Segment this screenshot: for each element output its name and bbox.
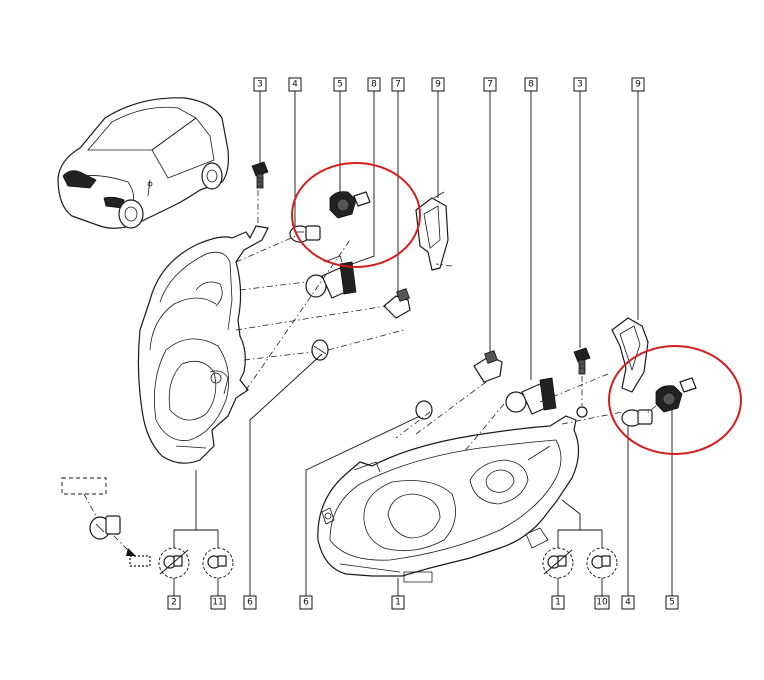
svg-text:3: 3 xyxy=(577,80,583,90)
bulb-4-right xyxy=(621,409,653,427)
callout-6-bottom-mid: 6 xyxy=(299,595,313,610)
callout-4-bottom-right: 4 xyxy=(621,595,635,610)
bracket-9-left xyxy=(415,191,449,271)
bulb-symbol-left xyxy=(202,547,234,579)
assembly-lines xyxy=(235,190,657,453)
svg-text:7: 7 xyxy=(487,80,493,90)
bulb-symbol-crossed-left xyxy=(158,547,190,579)
bulb-variant-detail xyxy=(61,477,151,567)
svg-text:10: 10 xyxy=(596,598,608,608)
bulb-socket-5-left xyxy=(329,191,371,219)
svg-text:3: 3 xyxy=(257,80,263,90)
halogen-bulb-8-right xyxy=(505,377,557,415)
right-headlamp-housing xyxy=(317,415,580,583)
callout-7-top-left: 7 xyxy=(391,77,405,92)
callout-2-bottom: 2 xyxy=(167,595,181,610)
svg-text:1: 1 xyxy=(395,598,401,608)
bulb-socket-5-right xyxy=(655,377,697,413)
callout-10-bottom: 10 xyxy=(594,595,610,610)
bracket-9-right xyxy=(611,317,649,393)
svg-text:5: 5 xyxy=(337,80,343,90)
svg-text:8: 8 xyxy=(528,80,534,90)
leader-lines xyxy=(173,91,673,596)
callout-8-top-right: 8 xyxy=(524,77,538,92)
svg-text:7: 7 xyxy=(395,80,401,90)
left-headlamp-housing xyxy=(137,225,269,464)
bulb-symbol-crossed-right xyxy=(542,547,574,579)
svg-text:5: 5 xyxy=(669,598,675,608)
svg-text:2: 2 xyxy=(171,598,177,608)
callout-11-bottom: 11 xyxy=(210,595,226,610)
screw-3-right xyxy=(573,347,591,418)
halogen-bulb-8-left xyxy=(305,255,357,299)
svg-text:6: 6 xyxy=(247,598,253,608)
callout-1-bottom-mid: 1 xyxy=(391,595,405,610)
screw-3-left xyxy=(251,161,269,189)
svg-text:1: 1 xyxy=(555,598,561,608)
callout-5-bottom-right: 5 xyxy=(665,595,679,610)
callout-5-top-left: 5 xyxy=(333,77,347,92)
callout-6-bottom-left: 6 xyxy=(243,595,257,610)
callout-7-top-right: 7 xyxy=(483,77,497,92)
svg-text:9: 9 xyxy=(635,80,641,90)
car-thumbnail xyxy=(57,97,229,229)
svg-text:6: 6 xyxy=(303,598,309,608)
callout-9-top-left: 9 xyxy=(431,77,445,92)
svg-text:8: 8 xyxy=(371,80,377,90)
svg-text:4: 4 xyxy=(625,598,631,608)
callout-8-top-left: 8 xyxy=(367,77,381,92)
callout-3-top-left: 3 xyxy=(253,77,267,92)
svg-text:9: 9 xyxy=(435,80,441,90)
small-bulb-6-left xyxy=(311,339,329,361)
svg-text:4: 4 xyxy=(292,80,298,90)
highlight-circle-right xyxy=(608,345,742,455)
bulb-symbol-right xyxy=(586,547,618,579)
callout-3-top-right: 3 xyxy=(573,77,587,92)
wedge-bulb-7-right xyxy=(473,350,503,383)
callout-9-top-right: 9 xyxy=(631,77,645,92)
wedge-bulb-7-left xyxy=(383,288,411,319)
highlight-circle-left xyxy=(291,162,421,268)
svg-text:11: 11 xyxy=(212,598,223,608)
callout-1-bottom-right: 1 xyxy=(551,595,565,610)
small-bulb-6-right xyxy=(415,400,433,420)
callout-4-top-left: 4 xyxy=(288,77,302,92)
